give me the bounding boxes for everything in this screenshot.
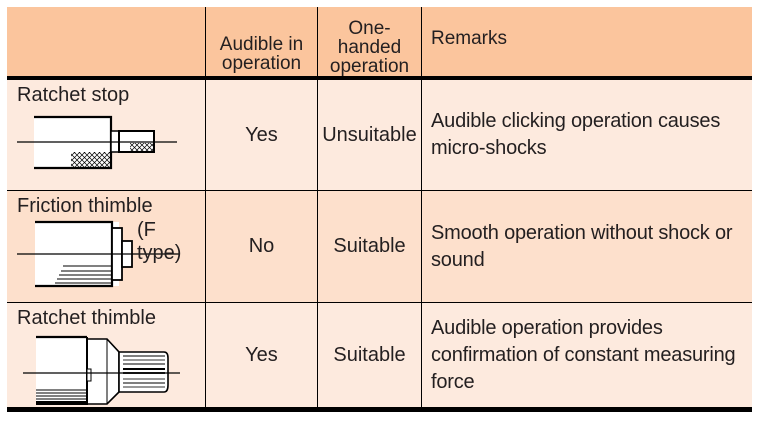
friction-thimble-illustration	[17, 220, 179, 288]
ratchet-stop-illustration	[17, 115, 177, 170]
device-cell: Ratchet stop	[7, 80, 206, 190]
device-cell: Ratchet thimble	[7, 303, 206, 407]
header-cell-blank	[7, 7, 206, 76]
table-row: Ratchet thimble Yes Suitable Audible ope…	[7, 303, 752, 412]
one-handed-cell: Unsuitable	[318, 80, 422, 190]
header-remarks: Remarks	[431, 27, 508, 49]
table-row: Ratchet stop Yes Unsuitable Audible clic…	[7, 80, 752, 191]
device-name: Ratchet stop	[17, 84, 130, 106]
device-name: Friction thimble	[17, 195, 153, 217]
one-handed-cell: Suitable	[318, 303, 422, 407]
audible-cell: Yes	[206, 80, 318, 190]
audible-cell: Yes	[206, 303, 318, 407]
ratchet-thimble-illustration	[23, 335, 180, 405]
device-cell: Friction thimble (F type)	[7, 191, 206, 302]
one-handed-cell: Suitable	[318, 191, 422, 302]
audible-cell: No	[206, 191, 318, 302]
table-row: Friction thimble (F type) No Suitable Sm…	[7, 191, 752, 303]
device-type-note: (F type)	[137, 219, 182, 264]
device-name: Ratchet thimble	[17, 307, 156, 329]
